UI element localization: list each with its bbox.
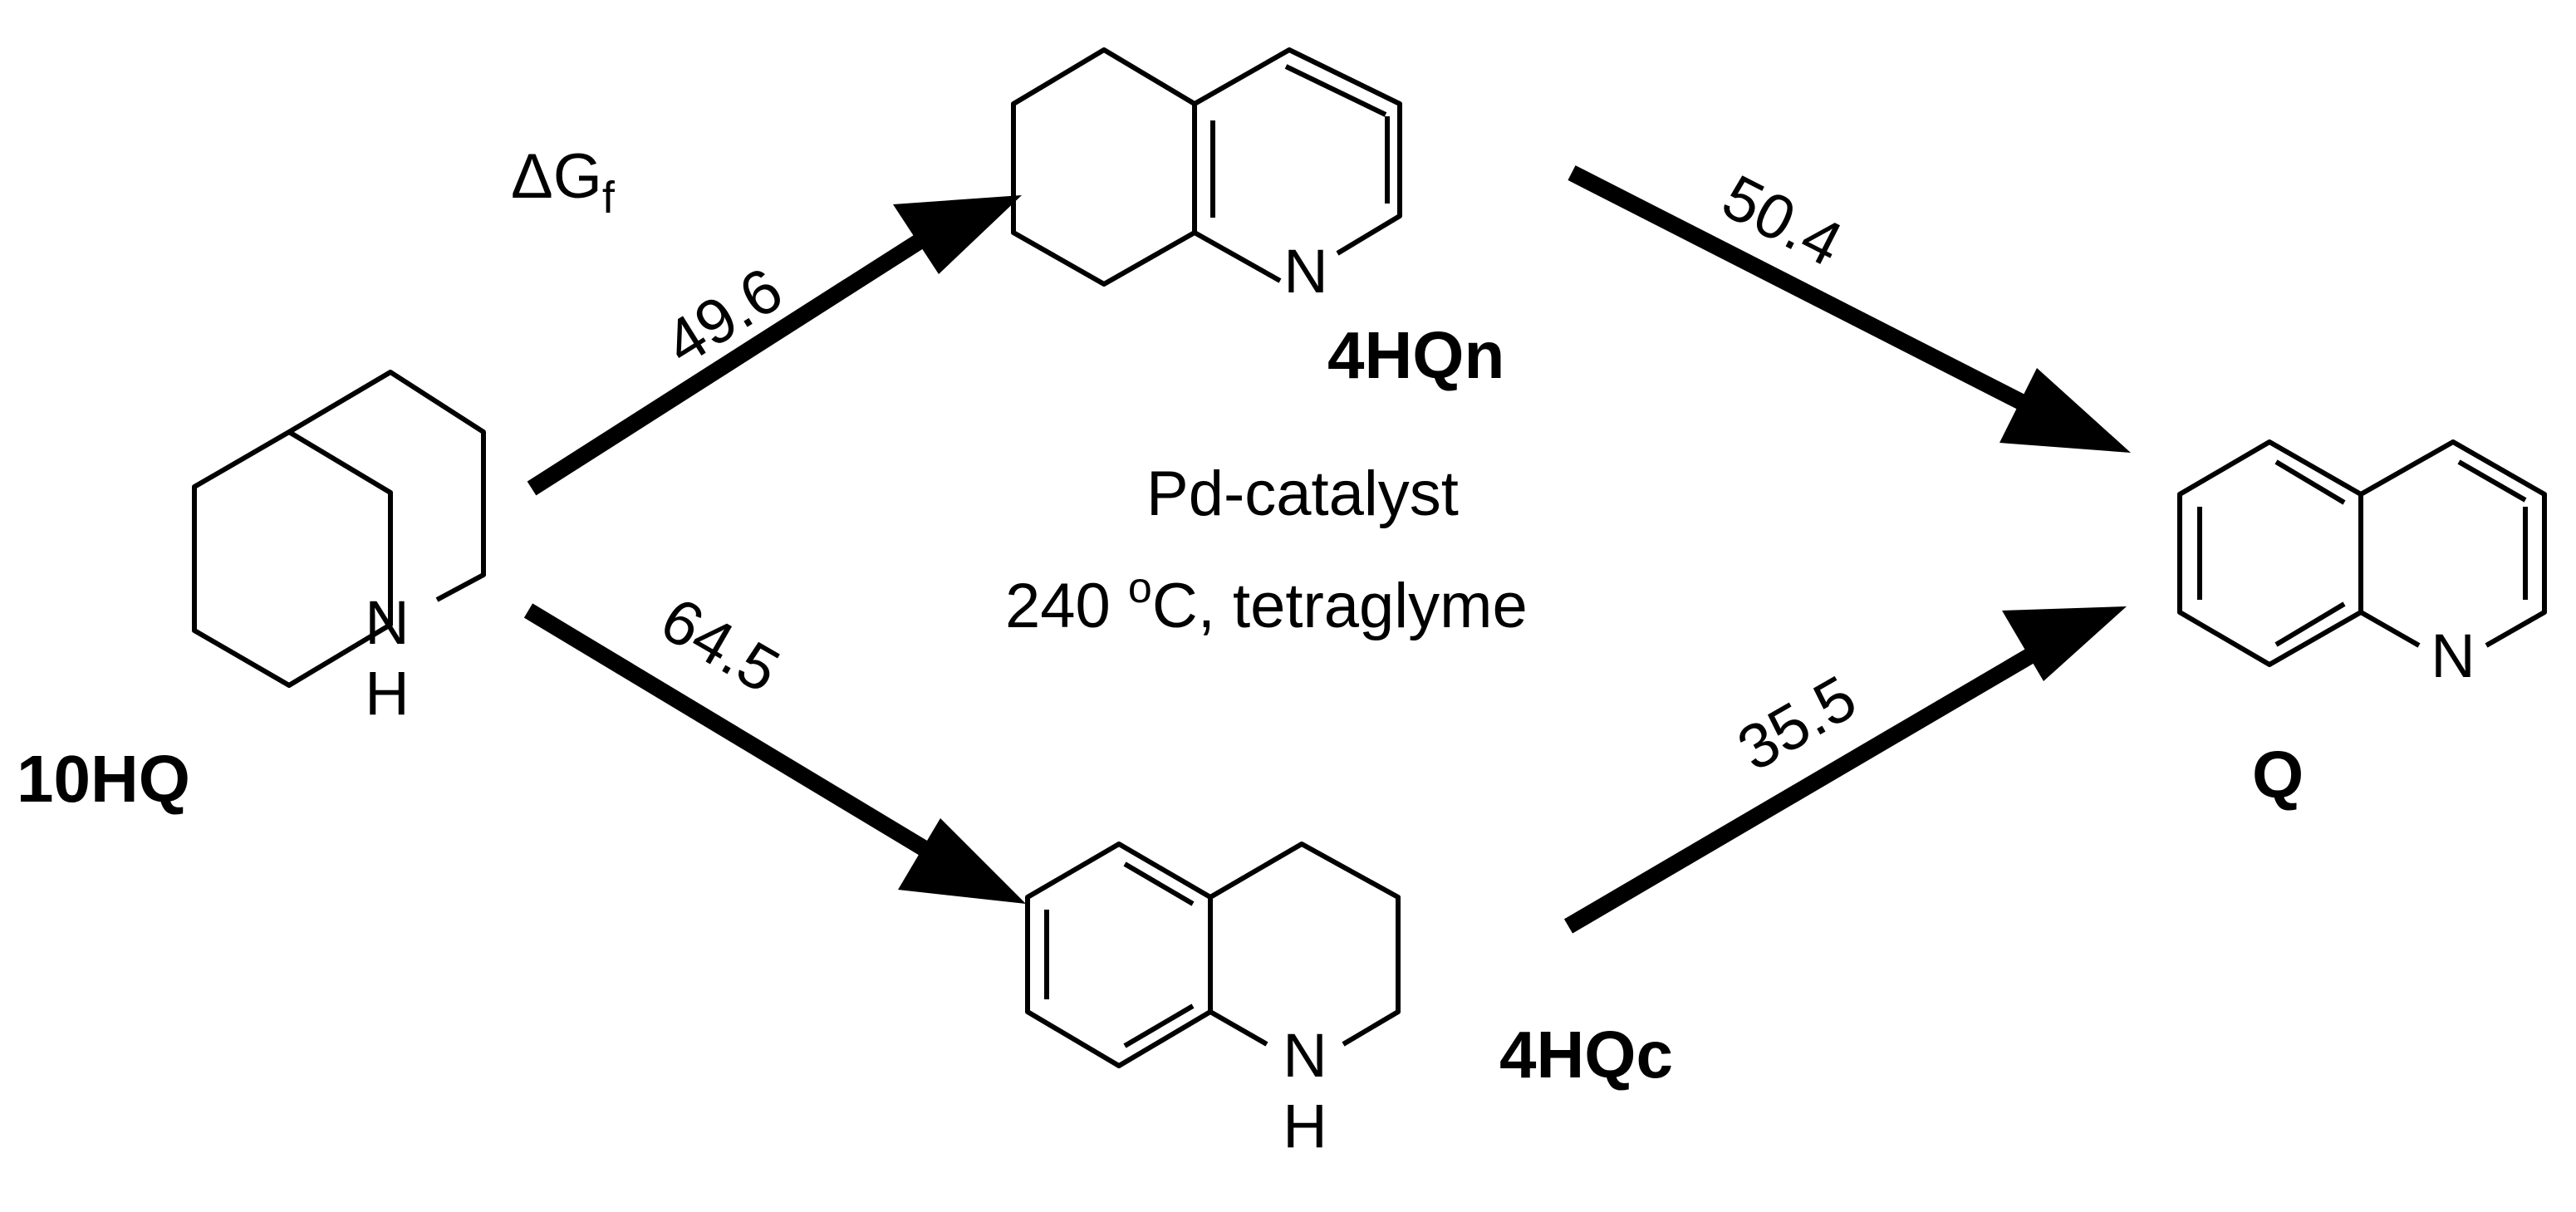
arrow-4hqc-to-q <box>1563 606 2127 934</box>
nitrogen-atom: N <box>365 588 409 657</box>
bonds-10hq <box>192 370 486 688</box>
arrow-4hqn-to-q <box>1568 165 2131 453</box>
label-4hqc: 4HQc <box>1499 1018 1673 1092</box>
nitrogen-atom: N <box>1283 1021 1327 1090</box>
label-4hqn: 4HQn <box>1327 318 1504 392</box>
arrow-10hq-to-4hqn <box>527 195 1022 496</box>
temperature-solvent-text: 240 oC, tetraglyme <box>1005 564 1528 641</box>
energy-label: ΔGf <box>511 141 616 223</box>
delta-g-text: ΔGf <box>511 141 616 223</box>
molecule-4hqc: N H 4HQc <box>1025 842 1673 1160</box>
bonds-4hqn <box>1011 47 1402 287</box>
label-q: Q <box>2252 738 2304 812</box>
molecule-10hq: N H 10HQ <box>17 370 486 816</box>
hydrogen-atom: H <box>1283 1092 1327 1160</box>
label-10hq: 10HQ <box>17 742 190 816</box>
bonds-q <box>2177 439 2547 667</box>
molecule-4hqn: N 4HQn <box>1011 47 1504 392</box>
nitrogen-atom: N <box>2431 621 2475 690</box>
bonds-4hqc <box>1025 842 1401 1068</box>
arrow-10hq-to-4hqc <box>523 603 1026 904</box>
nitrogen-atom: N <box>1283 237 1327 306</box>
molecule-q: N Q <box>2177 439 2547 812</box>
reaction-conditions: Pd-catalyst 240 oC, tetraglyme <box>1005 459 1528 641</box>
hydrogen-atom: H <box>365 659 409 728</box>
catalyst-text: Pd-catalyst <box>1146 459 1459 529</box>
